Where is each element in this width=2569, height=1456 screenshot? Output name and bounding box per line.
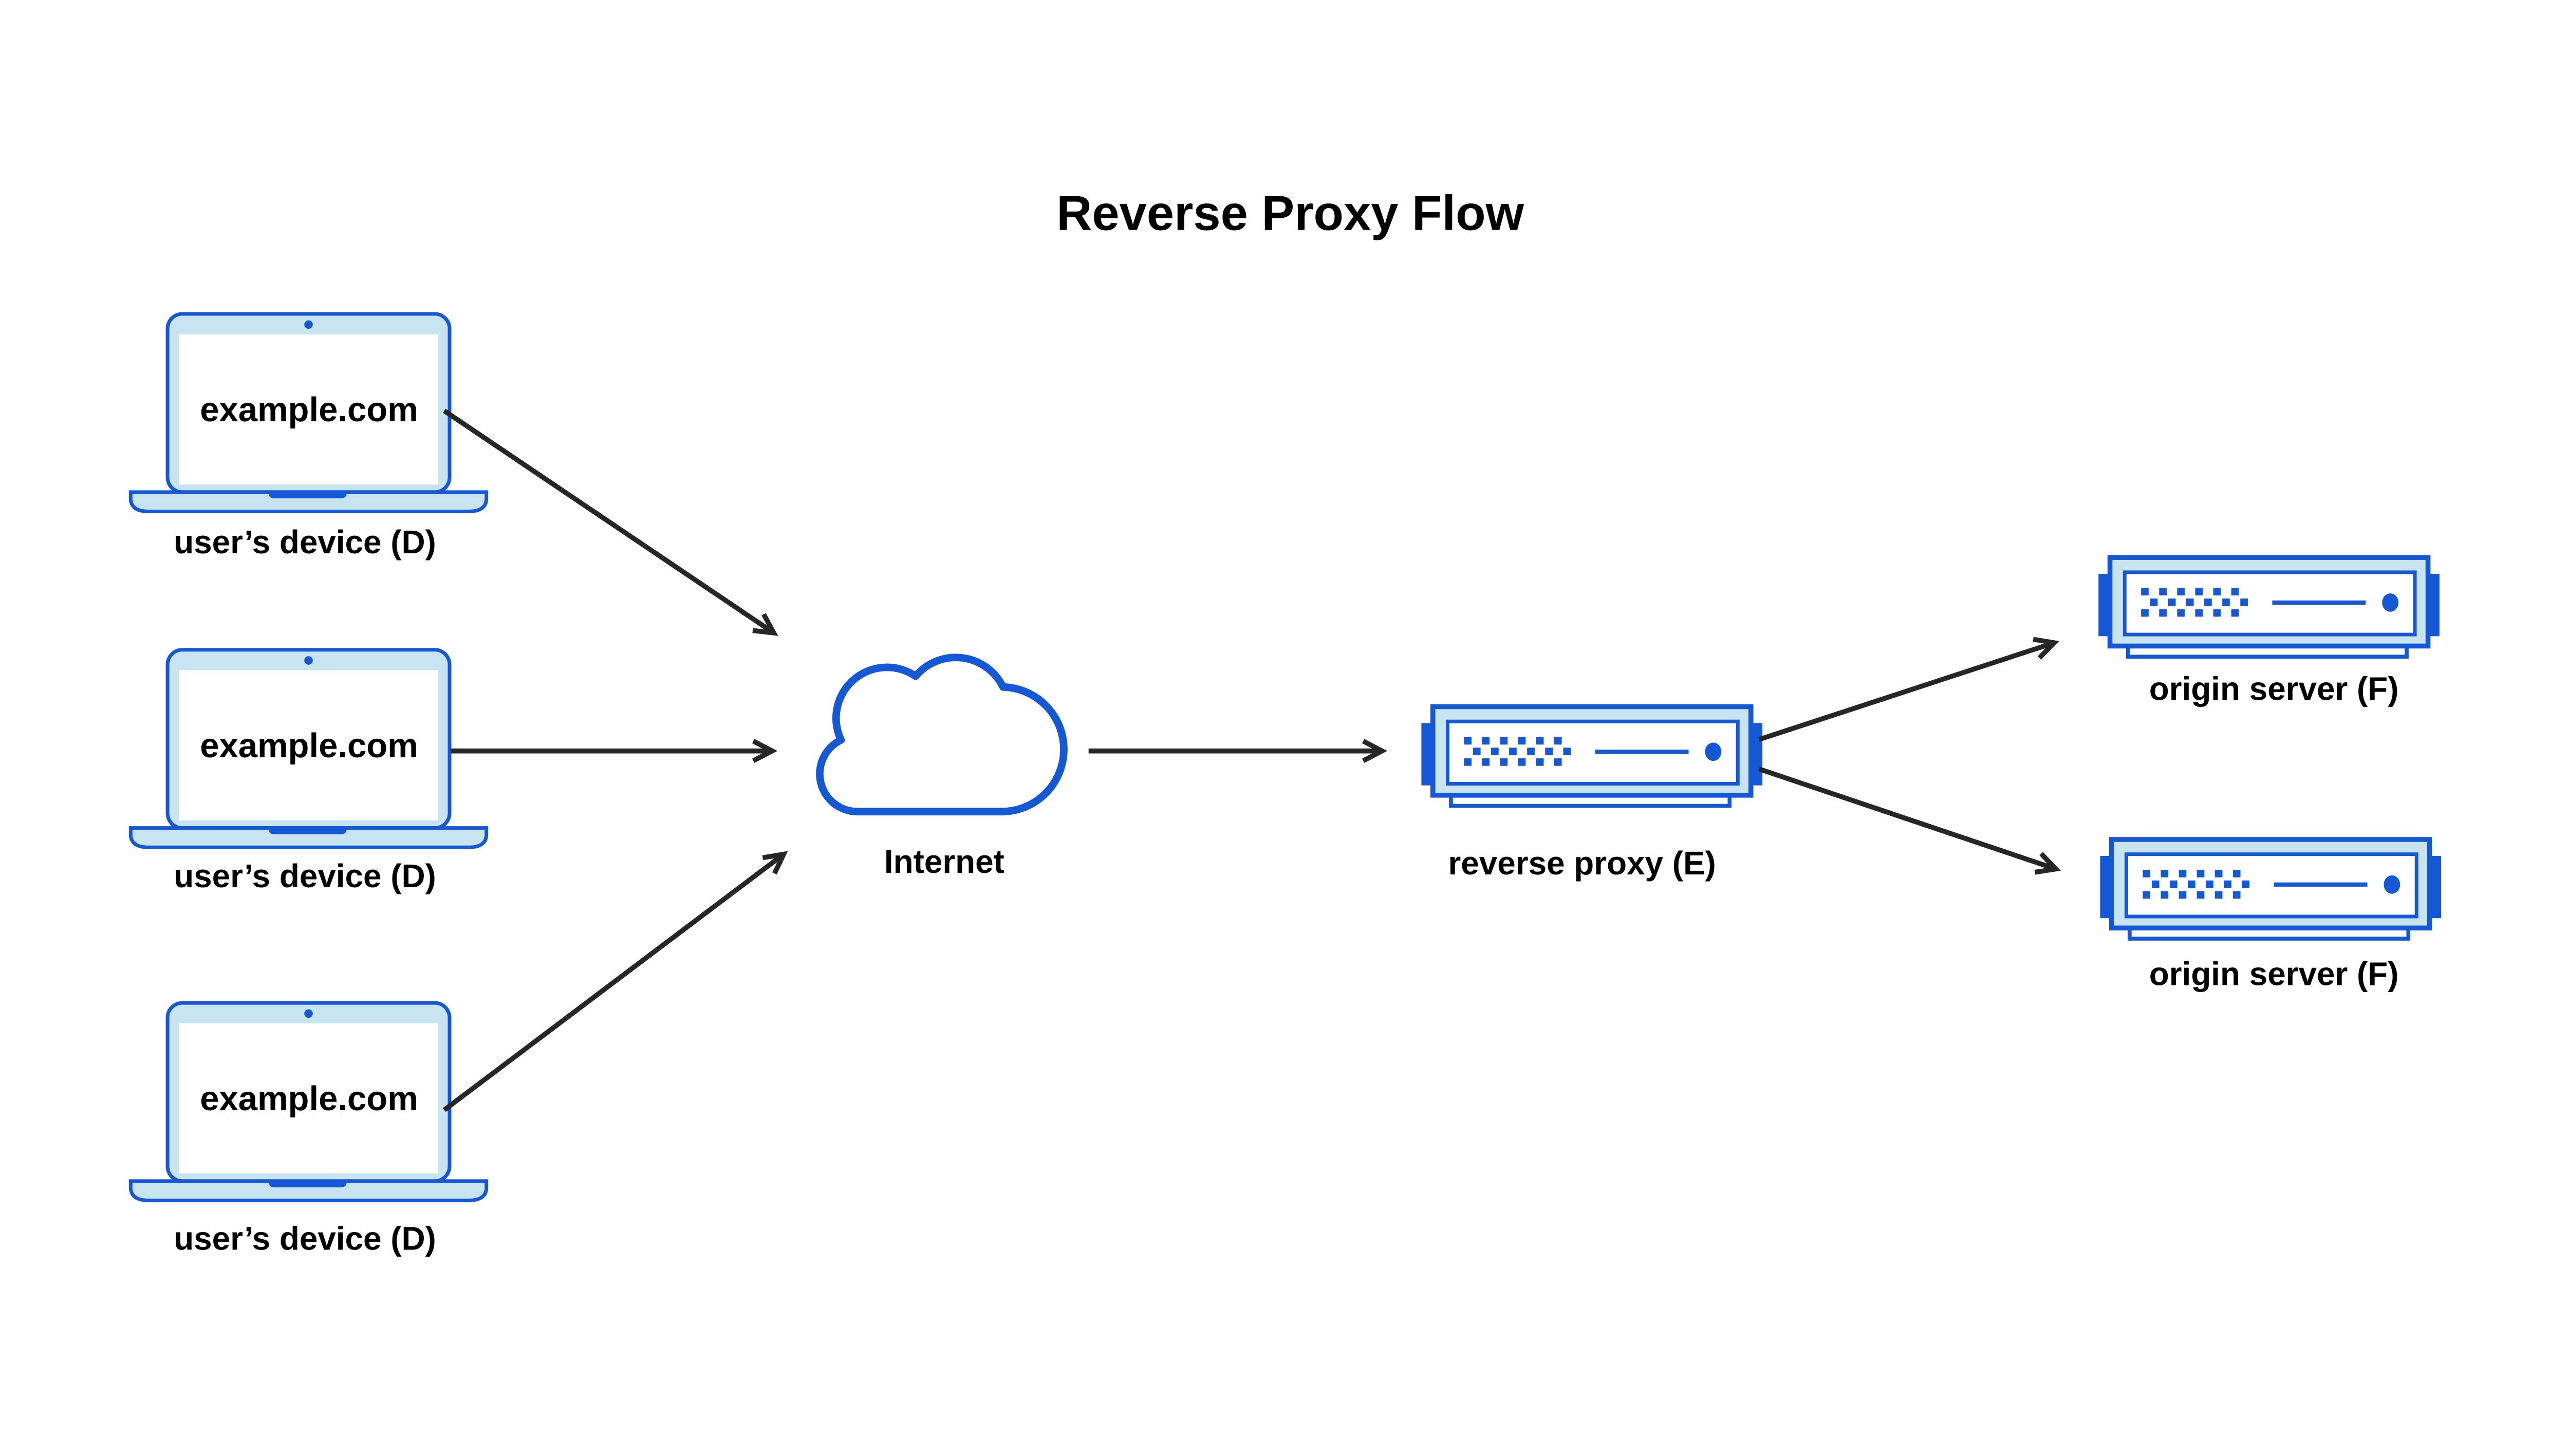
arrow-proxy-to-origin1 <box>1758 637 2059 742</box>
arrow-device3-to-internet <box>442 851 788 1112</box>
arrow-device1-to-internet <box>443 408 778 636</box>
device-label: user’s device (D) <box>174 1220 436 1257</box>
page-title: Reverse Proxy Flow <box>1056 186 1524 241</box>
arrow-proxy-to-origin2 <box>1758 767 2061 875</box>
server-icon <box>2100 839 2441 939</box>
reverse-proxy-label: reverse proxy (E) <box>1448 845 1716 882</box>
internet-cloud-icon <box>816 654 1068 816</box>
device-screen-url: example.com <box>200 726 418 765</box>
device-screen-url: example.com <box>200 1079 418 1118</box>
device-label: user’s device (D) <box>174 524 436 561</box>
internet-label: Internet <box>884 843 1004 880</box>
server-icon <box>2098 557 2440 657</box>
server-icon <box>1421 707 1762 806</box>
origin-server-label: origin server (F) <box>2149 956 2399 993</box>
device-screen-url: example.com <box>200 390 418 429</box>
origin-server-label: origin server (F) <box>2149 670 2399 707</box>
device-label: user’s device (D) <box>174 857 436 894</box>
